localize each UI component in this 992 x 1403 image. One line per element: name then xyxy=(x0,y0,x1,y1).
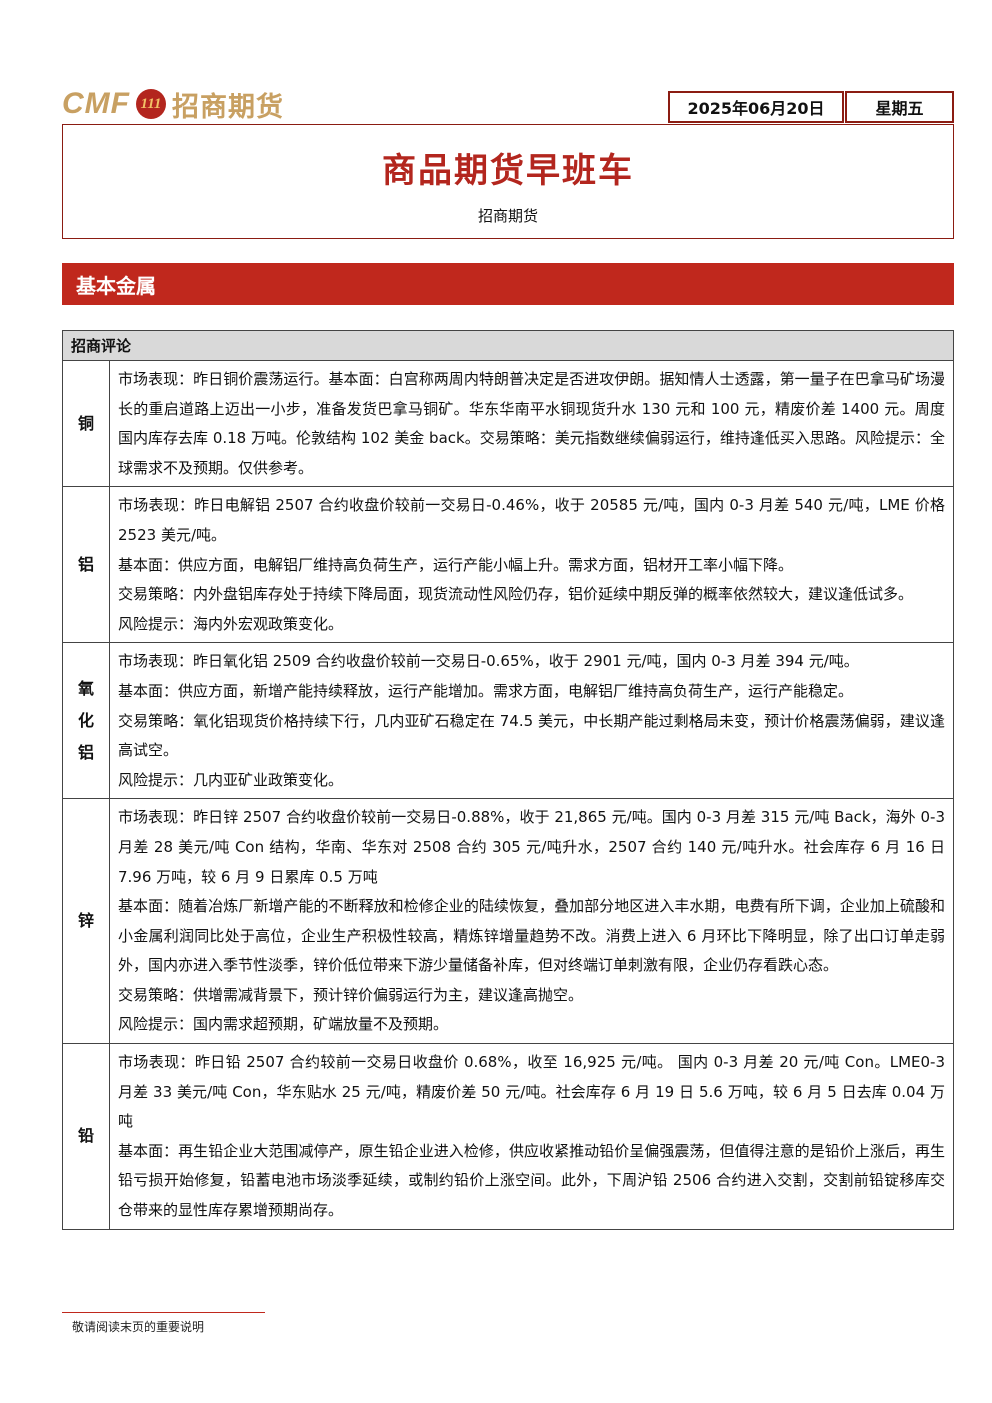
metal-label: 铜 xyxy=(62,359,110,488)
commentary-paragraph: 交易策略：供增需减背景下，预计锌价偏弱运行为主，建议逢高抛空。 xyxy=(118,985,584,1004)
commentary-cell: 市场表现：昨日铅 2507 合约较前一交易日收盘价 0.68%，收至 16,92… xyxy=(109,1043,954,1230)
commentary-paragraph: 风险提示：国内需求超预期，矿端放量不及预期。 xyxy=(118,1015,449,1034)
footer-divider xyxy=(62,1312,265,1313)
report-weekday: 星期五 xyxy=(845,91,954,123)
commentary-cell: 市场表现：昨日锌 2507 合约收盘价较前一交易日-0.88%，收于 21,86… xyxy=(109,798,954,1045)
commentary-paragraph: 市场表现：昨日氧化铝 2509 合约收盘价较前一交易日-0.65%，收于 290… xyxy=(118,652,859,671)
section-header: 基本金属 xyxy=(62,263,954,305)
table-row-zinc: 锌 市场表现：昨日锌 2507 合约收盘价较前一交易日-0.88%，收于 21,… xyxy=(62,798,954,1045)
table-row-lead: 铅 市场表现：昨日铅 2507 合约较前一交易日收盘价 0.68%，收至 16,… xyxy=(62,1043,954,1230)
section-title: 基本金属 xyxy=(76,273,156,298)
page-title: 商品期货早班车 xyxy=(382,151,634,191)
table-header-row: 招商评论 xyxy=(62,330,954,361)
commentary-paragraph: 市场表现：昨日锌 2507 合约收盘价较前一交易日-0.88%，收于 21,86… xyxy=(118,808,945,886)
metal-label-vertical: 氧化铝 xyxy=(62,642,110,800)
report-date: 2025年06月20日 xyxy=(668,91,844,123)
table-row-aluminum: 铝 市场表现：昨日电解铝 2507 合约收盘价较前一交易日-0.46%，收于 2… xyxy=(62,486,954,644)
commentary-cell: 市场表现：昨日铜价震荡运行。基本面：白宫称两周内特朗普决定是否进攻伊朗。据知情人… xyxy=(109,359,954,488)
logo-chinese-text: 招商期货 xyxy=(171,91,284,123)
commentary-paragraph: 交易策略：内外盘铝库存处于持续下降局面，现货流动性风险仍存，铝价延续中期反弹的概… xyxy=(118,585,914,604)
table-row-copper: 铜 市场表现：昨日铜价震荡运行。基本面：白宫称两周内特朗普决定是否进攻伊朗。据知… xyxy=(62,359,954,488)
commentary-paragraph: 基本面：供应方面，新增产能持续释放，运行产能增加。需求方面，电解铝厂维持高负荷生… xyxy=(118,681,854,700)
report-author: 招商期货 xyxy=(477,207,538,225)
footer-note: 敬请阅读末页的重要说明 xyxy=(72,1320,205,1334)
metal-label: 氧化铝 xyxy=(77,678,94,762)
commentary-paragraph: 交易策略：氧化铝现货价格持续下行，几内亚矿石稳定在 74.5 美元，中长期产能过… xyxy=(118,711,945,760)
commentary-paragraph: 基本面：再生铅企业大范围减停产，原生铅企业进入检修，供应收紧推动铅价呈偏强震荡，… xyxy=(118,1141,945,1220)
commentary-paragraph: 风险提示：海内外宏观政策变化。 xyxy=(118,614,344,633)
commentary-paragraph: 基本面：随着冶炼厂新增产能的不断释放和检修企业的陆续恢复，叠加部分地区进入丰水期… xyxy=(118,897,945,975)
table-row-alumina: 氧化铝 市场表现：昨日氧化铝 2509 合约收盘价较前一交易日-0.65%，收于… xyxy=(62,642,954,800)
commentary-paragraph: 市场表现：昨日铅 2507 合约较前一交易日收盘价 0.68%，收至 16,92… xyxy=(118,1053,945,1131)
title-box: 商品期货早班车 招商期货 xyxy=(62,124,954,239)
logo-cmf-text: CMF xyxy=(62,87,130,120)
metal-label: 锌 xyxy=(62,798,110,1045)
commentary-paragraph: 市场表现：昨日电解铝 2507 合约收盘价较前一交易日-0.46%，收于 205… xyxy=(118,496,945,544)
logo-emblem-icon: 111 xyxy=(135,89,166,119)
commentary-paragraph: 风险提示：几内亚矿业政策变化。 xyxy=(118,770,344,789)
commentary-cell: 市场表现：昨日电解铝 2507 合约收盘价较前一交易日-0.46%，收于 205… xyxy=(109,486,954,644)
commentary-cell: 市场表现：昨日氧化铝 2509 合约收盘价较前一交易日-0.65%，收于 290… xyxy=(109,642,954,800)
metal-label: 铝 xyxy=(62,486,110,644)
table-header: 招商评论 xyxy=(62,330,954,361)
metal-label: 铅 xyxy=(62,1043,110,1230)
commentary-paragraph: 基本面：供应方面，电解铝厂维持高负荷生产，运行产能小幅上升。需求方面，铝材开工率… xyxy=(118,555,794,574)
commentary-table: 招商评论 铜 市场表现：昨日铜价震荡运行。基本面：白宫称两周内特朗普决定是否进攻… xyxy=(62,330,954,1230)
company-logo: CMF 111 招商期货 xyxy=(62,86,284,123)
commentary-paragraph: 市场表现：昨日铜价震荡运行。基本面：白宫称两周内特朗普决定是否进攻伊朗。据知情人… xyxy=(118,370,945,477)
